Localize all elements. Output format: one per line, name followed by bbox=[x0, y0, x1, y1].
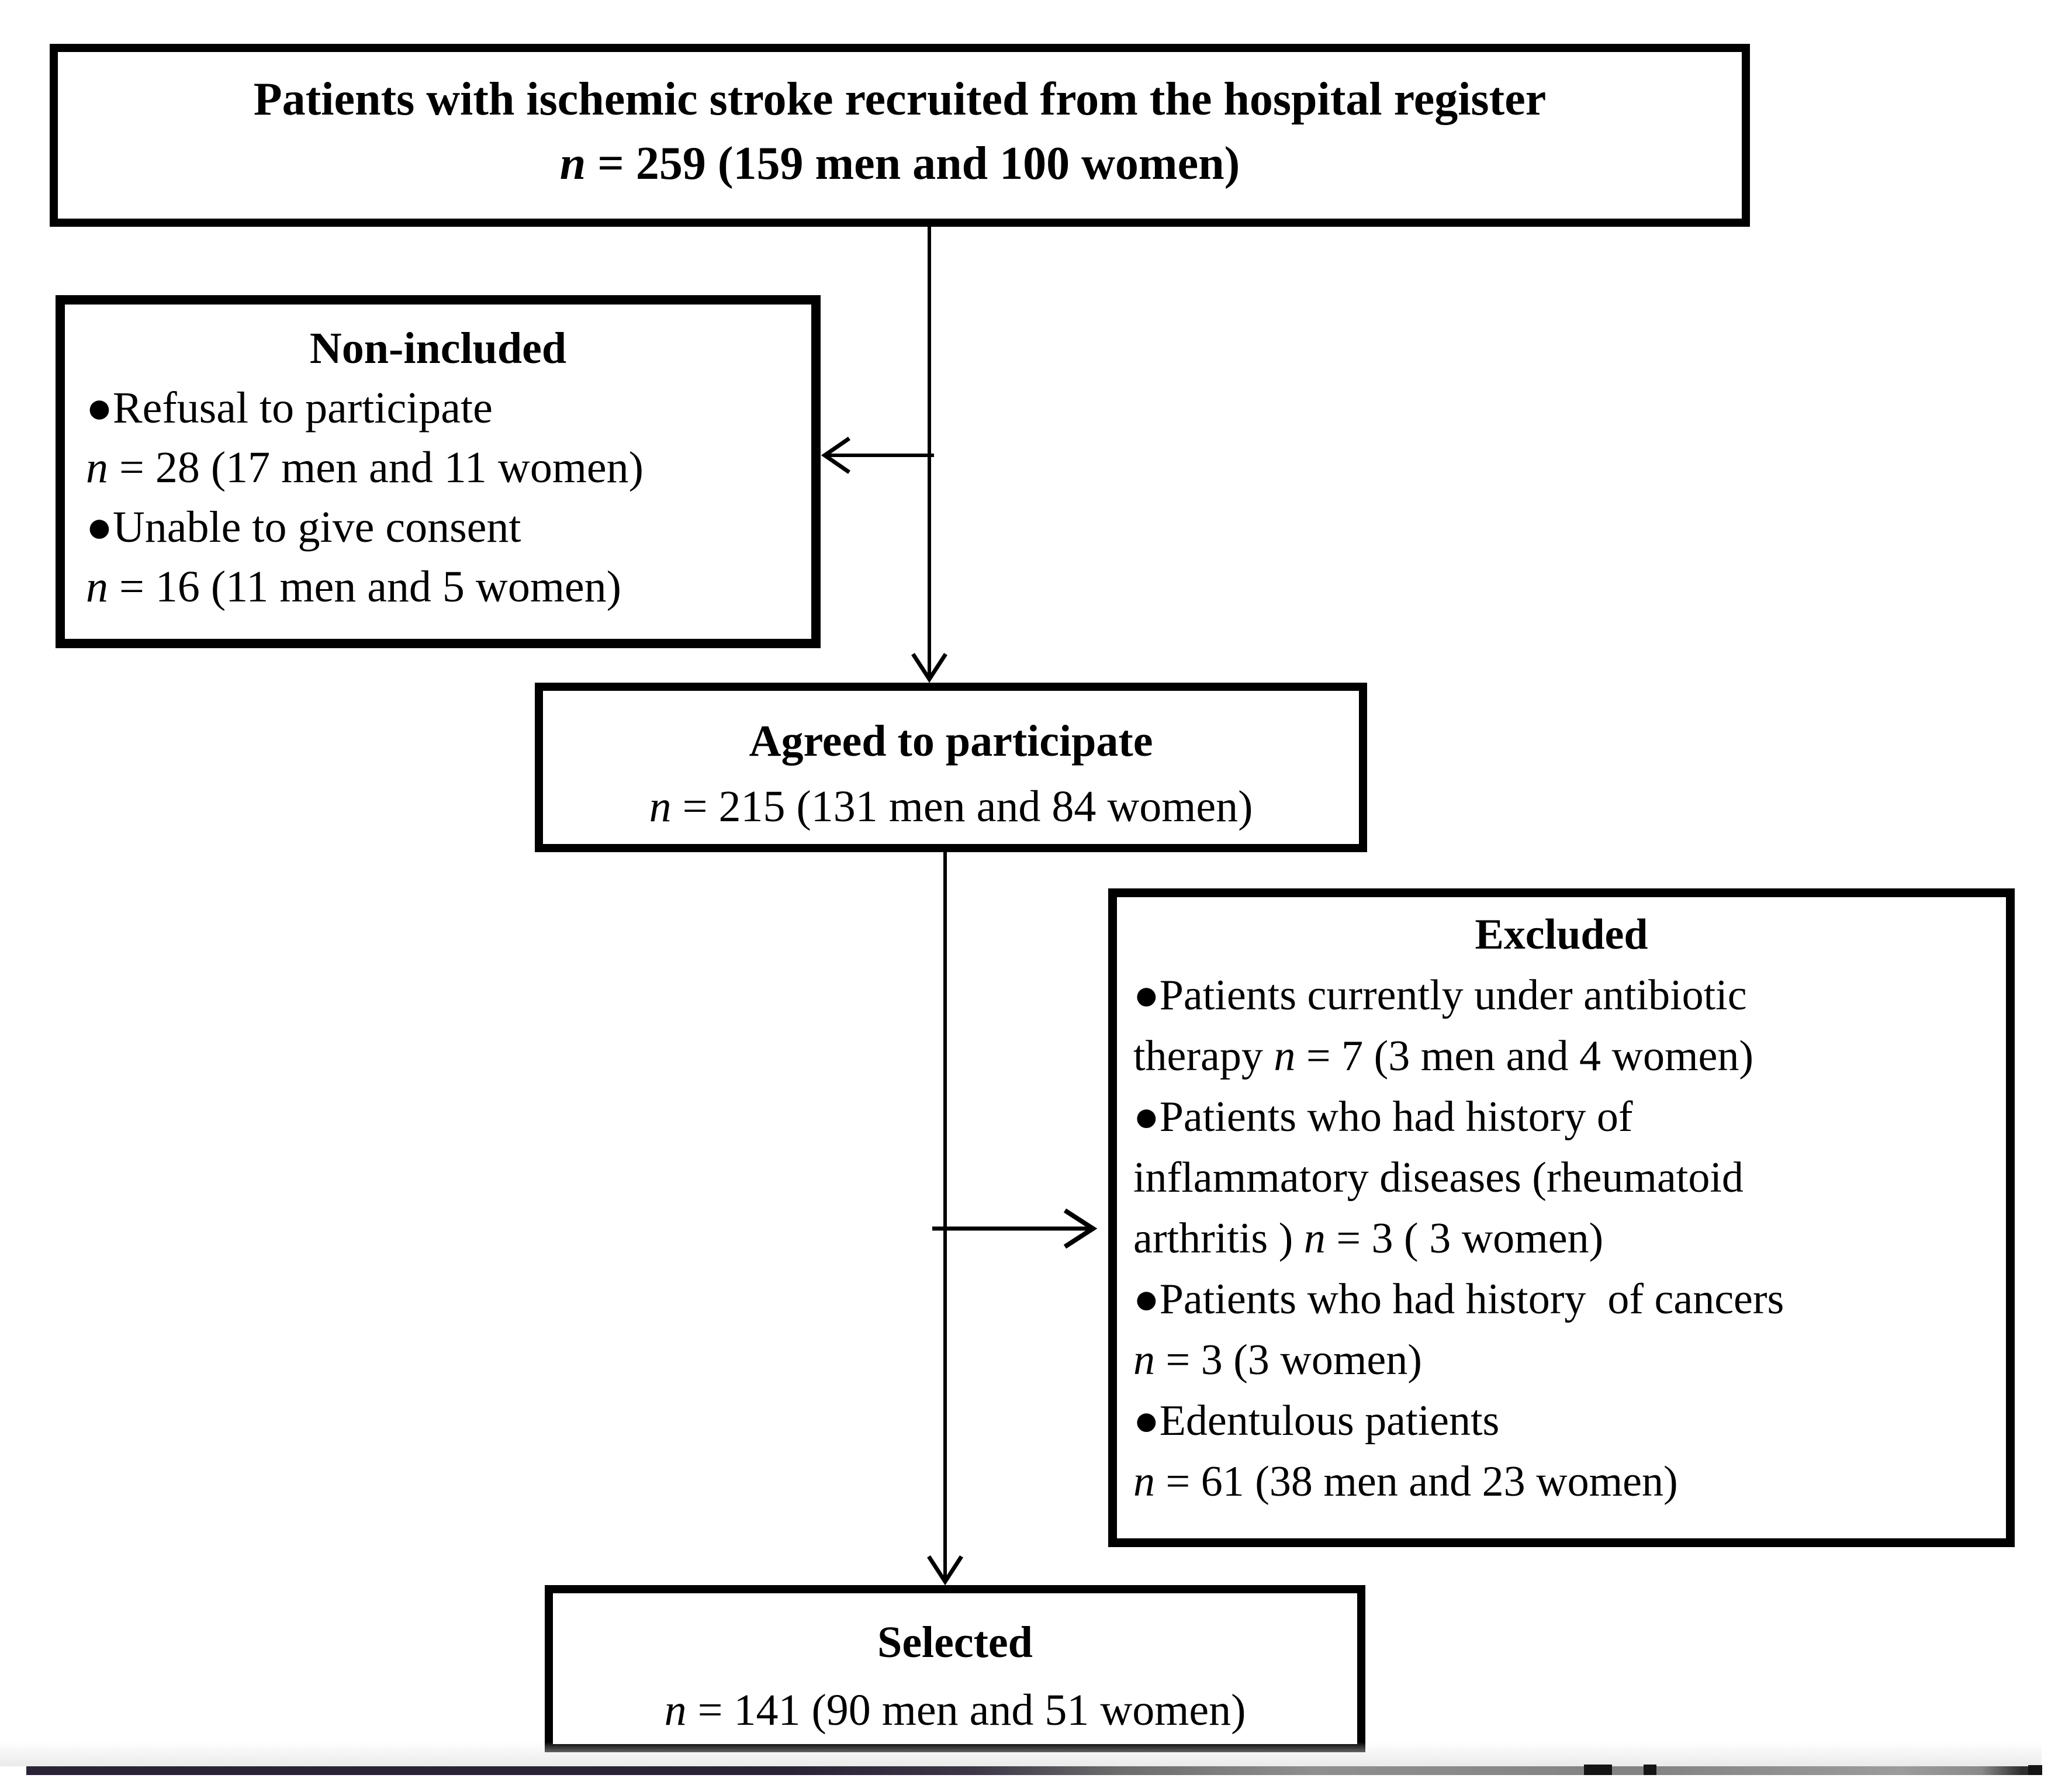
box-recruited: Patients with ischemic stroke recruited … bbox=[50, 44, 1750, 227]
page-edge-fade bbox=[0, 1742, 2042, 1766]
arrow-agreed-to-selected bbox=[927, 852, 963, 1586]
box-excluded: Excluded ●Patients currently under antib… bbox=[1108, 888, 2015, 1547]
page-edge-mark bbox=[1644, 1765, 1656, 1775]
page-edge-mark bbox=[1584, 1765, 1612, 1775]
box-excluded-title: Excluded bbox=[1475, 911, 1648, 959]
page-edge-artifact bbox=[26, 1766, 2042, 1775]
box-non-included-title: Non-included bbox=[309, 324, 567, 373]
arrow-to-non-included bbox=[821, 437, 934, 474]
page-edge-mark bbox=[2028, 1765, 2042, 1775]
box-recruited-text: Patients with ischemic stroke recruited … bbox=[253, 74, 1547, 189]
arrow-recruited-to-agreed bbox=[911, 227, 947, 683]
arrow-to-excluded bbox=[932, 1208, 1098, 1249]
